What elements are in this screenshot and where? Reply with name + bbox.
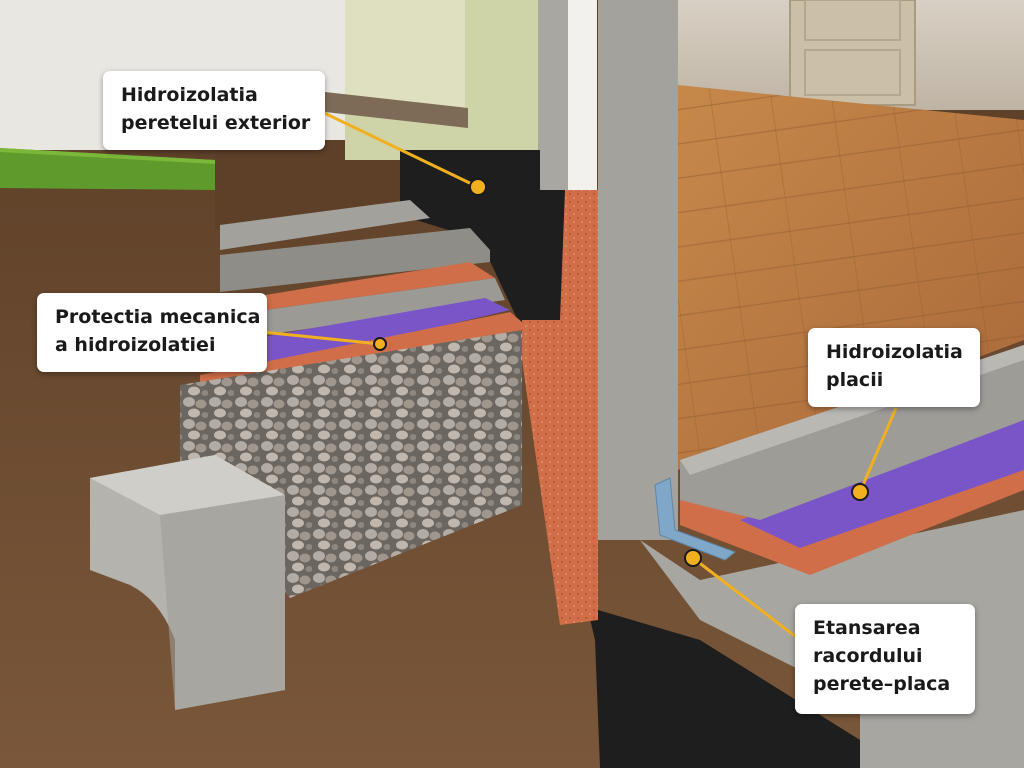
label-wall-line2: peretelui exterior (121, 112, 311, 134)
label-joint-sealing: Etansarea racordului perete–placa (795, 604, 975, 714)
dot-joint-sealing (684, 549, 702, 567)
wall-waterproofing-layer (400, 150, 860, 768)
label-mech-line2: a hidroizolatiei (55, 334, 216, 356)
step-lower (265, 278, 505, 335)
dot-slab-waterproofing (851, 483, 869, 501)
insulation-vertical (522, 190, 598, 625)
leader-lines (261, 108, 898, 642)
window-sill (325, 92, 468, 128)
concrete-wall (538, 0, 568, 190)
label-mechanical-protection: Protectia mecanica a hidroizolatiei (37, 293, 267, 372)
label-joint-line2: racordului (813, 645, 923, 667)
label-slab-waterproofing: Hidroizolatia placii (808, 328, 980, 407)
step-insulation (265, 262, 495, 310)
inner-wall-face (598, 0, 678, 540)
label-joint-line1: Etansarea (813, 617, 921, 639)
dot-wall-waterproofing (469, 178, 487, 196)
joint-sealing-strip (654, 477, 737, 561)
label-wall-line1: Hidroizolatia (121, 84, 258, 106)
label-joint-line3: perete–placa (813, 673, 951, 695)
interior-door (789, 0, 916, 106)
label-wall-waterproofing: Hidroizolatia peretelui exterior (103, 71, 325, 150)
slab-waterproofing-membrane (740, 420, 1024, 548)
label-slab-line2: placii (826, 369, 884, 391)
dot-mechanical-protection (373, 337, 387, 351)
label-slab-line1: Hidroizolatia (826, 341, 963, 363)
step-top (220, 200, 430, 250)
label-mech-line1: Protectia mecanica (55, 306, 261, 328)
plaster-strip (565, 0, 597, 190)
step-middle (220, 228, 490, 292)
leader-dots (373, 178, 869, 567)
